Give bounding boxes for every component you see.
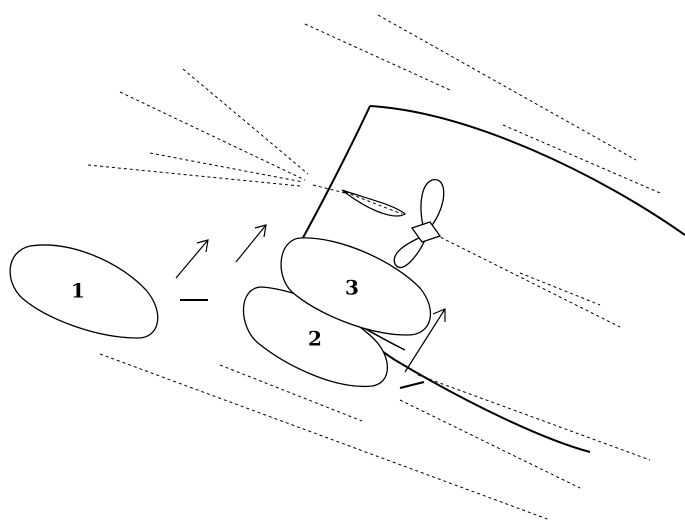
tug-1-hull <box>9 244 159 339</box>
flow-line <box>219 364 363 422</box>
tug-1: 1 <box>9 244 159 339</box>
flow-line <box>149 152 304 183</box>
propeller-icon <box>420 179 445 235</box>
tug-2-label: 2 <box>308 327 322 351</box>
rudder-centerline <box>344 191 403 215</box>
thrust-arrows <box>175 224 446 373</box>
propeller <box>393 179 445 269</box>
tug-3-label: 3 <box>345 276 359 300</box>
flow-lines <box>87 14 661 521</box>
flow-line <box>519 272 601 306</box>
tug-3: 3 <box>280 237 431 336</box>
rudder <box>341 189 407 217</box>
propeller-blade <box>393 235 426 269</box>
flow-line <box>429 231 621 328</box>
flow-line <box>502 124 661 194</box>
tug-2: 2 <box>242 286 388 388</box>
flow-line <box>182 68 309 175</box>
tug-3-hull <box>280 237 431 336</box>
tug-1-label: 1 <box>71 279 85 303</box>
gap-marker <box>399 381 425 389</box>
flow-line <box>99 353 551 521</box>
flow-line <box>304 23 451 91</box>
thrust-arrow-icon <box>404 308 446 373</box>
thrust-arrow-icon <box>235 224 267 263</box>
propeller-hub <box>410 221 442 243</box>
flow-line <box>417 374 651 461</box>
hull-top-edge <box>369 105 685 236</box>
thrust-arrow-icon <box>175 239 209 279</box>
flow-line <box>377 14 637 161</box>
flow-line <box>119 91 306 181</box>
